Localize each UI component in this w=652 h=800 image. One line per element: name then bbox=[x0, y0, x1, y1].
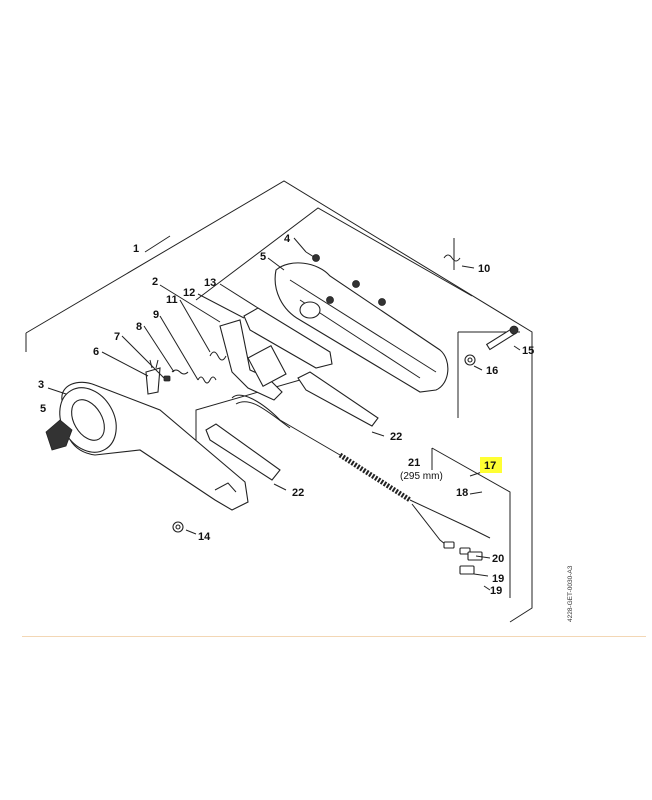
separator-line bbox=[22, 636, 646, 637]
label-9: 9 bbox=[153, 309, 159, 321]
label-19-b: 19 bbox=[490, 585, 502, 597]
label-8: 8 bbox=[136, 321, 142, 333]
label-21: 21 bbox=[408, 457, 420, 469]
label-18: 18 bbox=[456, 487, 468, 499]
springs bbox=[197, 351, 227, 384]
outer-frame bbox=[25, 180, 533, 623]
label-10: 10 bbox=[478, 263, 490, 275]
trigger-assembly bbox=[219, 307, 333, 401]
label-5-lower: 5 bbox=[40, 403, 46, 415]
label-1: 1 bbox=[133, 243, 139, 255]
label-14: 14 bbox=[198, 531, 211, 543]
label-17-highlight bbox=[480, 457, 502, 473]
label-16: 16 bbox=[486, 365, 498, 377]
leader-lines bbox=[47, 235, 521, 591]
cable-harness bbox=[231, 394, 491, 575]
label-5-upper: 5 bbox=[260, 251, 266, 263]
label-20: 20 bbox=[492, 553, 504, 565]
label-15: 15 bbox=[522, 345, 534, 357]
label-21-note: (295 mm) bbox=[400, 471, 443, 482]
label-6: 6 bbox=[93, 346, 99, 358]
washer bbox=[464, 354, 476, 366]
label-7: 7 bbox=[114, 331, 120, 343]
knob bbox=[45, 419, 73, 451]
label-3: 3 bbox=[38, 379, 44, 391]
torsion-spring bbox=[443, 238, 461, 270]
label-22-upper: 22 bbox=[390, 431, 402, 443]
label-11: 11 bbox=[166, 294, 178, 306]
cable-frame bbox=[431, 447, 511, 598]
label-19-a: 19 bbox=[492, 573, 504, 585]
housing-shell bbox=[59, 381, 249, 511]
label-2: 2 bbox=[152, 276, 158, 288]
nut bbox=[172, 521, 184, 533]
screws bbox=[305, 251, 386, 306]
handle-molding bbox=[274, 262, 449, 393]
small-parts-group bbox=[145, 359, 189, 395]
label-4: 4 bbox=[284, 233, 291, 245]
label-17: 17 bbox=[484, 460, 496, 472]
label-22-lower: 22 bbox=[292, 487, 304, 499]
long-screw bbox=[485, 325, 519, 351]
part-labels: 1 2 3 4 5 5 6 7 8 9 10 11 12 13 14 15 16… bbox=[38, 233, 534, 597]
label-12: 12 bbox=[183, 287, 195, 299]
drawing-code: 4228-GET-0030-A3 bbox=[567, 565, 574, 622]
cover-parts bbox=[205, 371, 379, 481]
label-13: 13 bbox=[204, 277, 216, 289]
